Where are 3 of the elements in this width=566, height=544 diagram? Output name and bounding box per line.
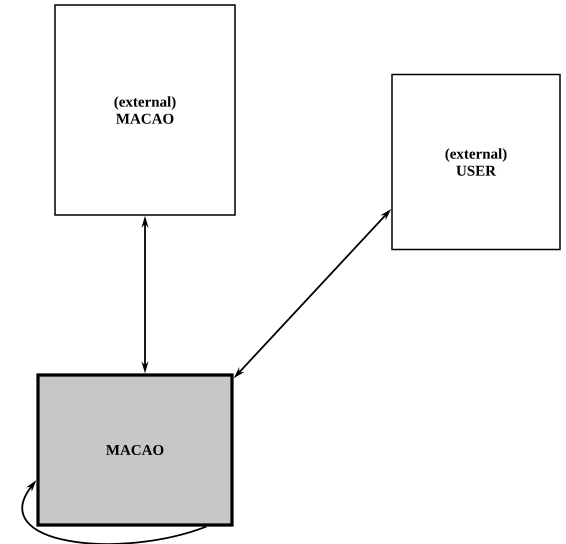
box: (external) USER: [391, 74, 561, 250]
box: (external) MACAO: [54, 4, 236, 216]
box: MACAO: [36, 373, 234, 527]
